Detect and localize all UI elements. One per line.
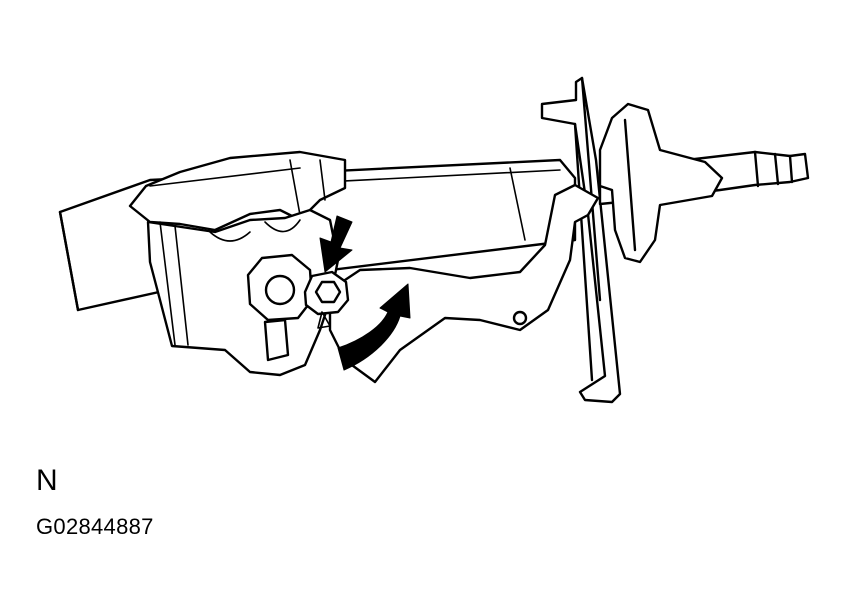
mounting-bracket-plate <box>540 76 622 404</box>
steering-shaft <box>598 102 810 264</box>
tilt-lever <box>328 183 600 384</box>
figure-code-label: G02844887 <box>36 514 154 539</box>
upper-housing-bracket <box>128 150 347 232</box>
target-bolt <box>303 270 350 329</box>
curved-arrow-icon <box>337 283 411 371</box>
tilt-bracket-body <box>146 208 340 377</box>
view-letter-label: N <box>36 464 58 497</box>
hex-nut <box>246 253 314 322</box>
arrow-down-icon <box>319 215 353 273</box>
